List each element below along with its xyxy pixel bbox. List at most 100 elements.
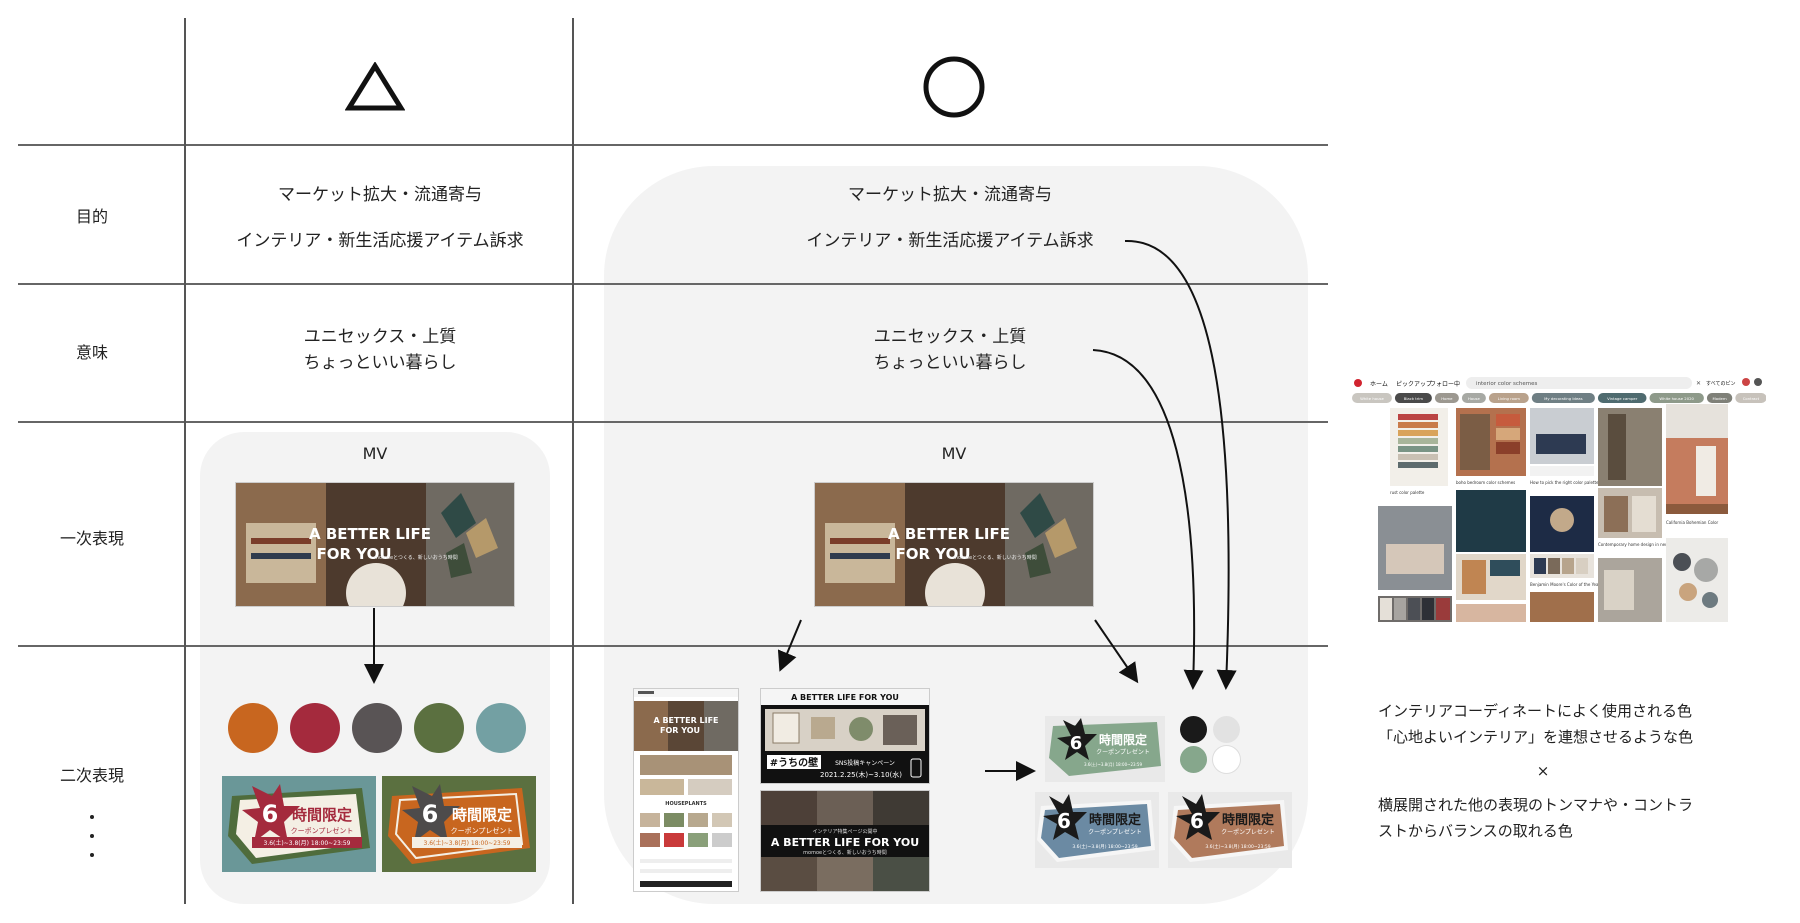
coupon-title: 時間限定 (1089, 812, 1141, 828)
color-swatch (1180, 716, 1207, 743)
coupon-title: 時間限定 (1222, 812, 1274, 828)
color-swatch (290, 703, 340, 753)
coupon-dates: 3.6(土)~3.8(月) 18:00~23:59 (424, 839, 511, 847)
note-line-2: 「心地よいインテリア」を連想させるような色 (1378, 728, 1694, 746)
sns-period: 2021.2.25(木)~3.10(水) (820, 770, 902, 779)
pin-chip[interactable] (1531, 393, 1595, 403)
pin-caption: boho bedroom color schemes (1456, 480, 1515, 485)
coupon-big-number: 6 (1057, 809, 1071, 833)
site-section-title: HOUSEPLANTS (665, 801, 707, 807)
pin-chip-label: White house 2020 (1659, 396, 1694, 401)
coupon-banner-teal: 6 時間限定 クーポンプレゼント 3.6(土)~3.8(月) 18:00~23:… (222, 776, 376, 872)
ellipsis-dot (90, 834, 94, 838)
pin-nav-pickup: ピックアップ (1396, 381, 1432, 388)
pin-filter: すべてのピン (1706, 381, 1735, 387)
pin-caption: rust color palette (1390, 490, 1425, 495)
note-times: × (1536, 762, 1550, 780)
banner-headline-2: FOR YOU (895, 545, 970, 563)
row-divider-3 (18, 645, 1328, 647)
sns-header: A BETTER LIFE FOR YOU (791, 693, 899, 702)
pin-chip[interactable] (1461, 393, 1486, 403)
header-divider (18, 144, 1328, 146)
pin-search-clear-icon: ✕ (1696, 380, 1701, 387)
arrow-purpose-to-colors (1124, 239, 1237, 690)
color-swatch (414, 703, 464, 753)
coupon-big-number: 6 (1070, 733, 1083, 754)
banner-sub: momoeとつくる、新しいおうち時間 (374, 554, 458, 561)
coupon-sub: クーポンプレゼント (291, 826, 354, 835)
wide-feature-banner: インテリア特集ページ公開中 A BETTER LIFE FOR YOU momo… (760, 790, 930, 892)
coupon-banner-sage: 6 時間限定 クーポンプレゼント 3.6(土)~3.8(月) 18:00~23:… (1045, 716, 1165, 782)
coupon-sub: クーポンプレゼント (451, 826, 514, 835)
color-swatch (228, 703, 278, 753)
col-divider-1 (184, 18, 186, 904)
site-headline-1: A BETTER LIFE (653, 716, 718, 725)
meaning-text-triangle: ユニセックス・上質 ちょっといい暮らし (303, 327, 457, 373)
note-line-3: 横展開された他の表現のトンマナや・コントラ (1378, 796, 1694, 814)
wide-banner-sub: momoeとつくる、新しいおうち時間 (803, 849, 887, 856)
meaning-text-circle: ユニセックス・上質 ちょっといい暮らし (873, 327, 1027, 373)
coupon-big-number: 6 (422, 800, 439, 828)
color-swatch (1213, 746, 1240, 773)
mv-label-circle: MV (941, 444, 967, 463)
wide-banner-top: インテリア特集ページ公開中 (813, 828, 878, 835)
pin-chip[interactable] (1597, 393, 1647, 403)
coupon-big-number: 6 (262, 800, 279, 828)
coupon-dates: 3.6(土)~3.8(月) 18:00~23:59 (1205, 843, 1270, 850)
coupon-sub: クーポンプレゼント (1088, 828, 1142, 836)
circle-icon (923, 56, 985, 118)
site-headline-2: FOR YOU (660, 726, 700, 735)
banner-headline-2: FOR YOU (316, 545, 391, 563)
pin-chip-label: Home (1441, 396, 1453, 401)
arrow-mv-to-site (777, 619, 802, 672)
sns-campaign-banner: A BETTER LIFE FOR YOU #うちの壁 SNS投稿キャンペーン … (760, 688, 930, 784)
pin-chip[interactable] (1434, 393, 1459, 403)
coupon-title: 時間限定 (292, 806, 352, 824)
color-swatch (476, 703, 526, 753)
row-label-secondary: 二次表現 (59, 766, 124, 785)
banner-sub: momoeとつくる、新しいおうち時間 (953, 554, 1037, 561)
pin-chip-label: House (1468, 396, 1481, 401)
row-label-purpose: 目的 (75, 207, 108, 226)
coupon-banner-blue: 6 時間限定 クーポンプレゼント 3.6(土)~3.8(月) 18:00~23:… (1035, 792, 1159, 868)
row-divider-1 (18, 283, 1328, 285)
coupon-sub: クーポンプレゼント (1221, 828, 1275, 836)
note-line-4: ストからバランスの取れる色 (1378, 822, 1573, 840)
coupon-sub: クーポンプレゼント (1096, 748, 1150, 756)
pin-nav-follow: フォロー中 (1430, 380, 1460, 388)
coupon-title: 時間限定 (1099, 732, 1147, 747)
pin-chip-label: My decorating Ideas (1544, 396, 1583, 401)
pin-caption: California Bohemian Color (1666, 520, 1719, 525)
pin-chip[interactable] (1488, 393, 1529, 403)
notification-icon (1742, 378, 1750, 386)
color-rationale-note: インテリアコーディネートによく使用される色 「心地よいインテリア」を連想させるよ… (1378, 698, 1738, 844)
color-swatch (352, 703, 402, 753)
pin-chip-label: Contract (1743, 396, 1760, 401)
pin-chip[interactable] (1352, 393, 1392, 403)
coupon-dates: 3.6(土)~3.8(月) 18:00~23:59 (1072, 843, 1137, 850)
avatar (1754, 378, 1762, 386)
pin-caption: How to pick the right color palette for … (1530, 480, 1632, 485)
color-swatch (1213, 716, 1240, 743)
pin-caption: Benjamin Moore's Color of the Year: FIRS… (1530, 582, 1628, 587)
purpose-text-triangle: マーケット拡大・流通寄与 インテリア・新生活応援アイテム訴求 (236, 185, 524, 251)
pin-chip[interactable] (1394, 393, 1432, 403)
pin-chip[interactable] (1706, 393, 1733, 403)
pin-chip[interactable] (1649, 393, 1704, 403)
pin-nav-home: ホーム (1370, 381, 1388, 388)
color-swatch (1180, 746, 1207, 773)
note-line-1: インテリアコーディネートによく使用される色 (1378, 702, 1692, 720)
pinterest-reference: ホーム ピックアップ フォロー中 interior color schemes … (1350, 374, 1766, 642)
arrow-mv-to-coupons (1094, 619, 1139, 684)
row-label-primary: 一次表現 (59, 529, 124, 548)
pin-caption: Contemporary home design in neutral colo… (1598, 542, 1703, 547)
pin-chip-label: Black trim (1404, 396, 1424, 401)
pin-chip[interactable] (1735, 393, 1766, 403)
coupon-big-number: 6 (1190, 809, 1204, 833)
col-divider-2 (572, 18, 574, 904)
mv-banner-triangle: A BETTER LIFE FOR YOU momoeとつくる、新しいおうち時間 (235, 482, 515, 607)
row-label-meaning: 意味 (75, 343, 108, 362)
pin-chip-label: White house (1360, 396, 1384, 401)
